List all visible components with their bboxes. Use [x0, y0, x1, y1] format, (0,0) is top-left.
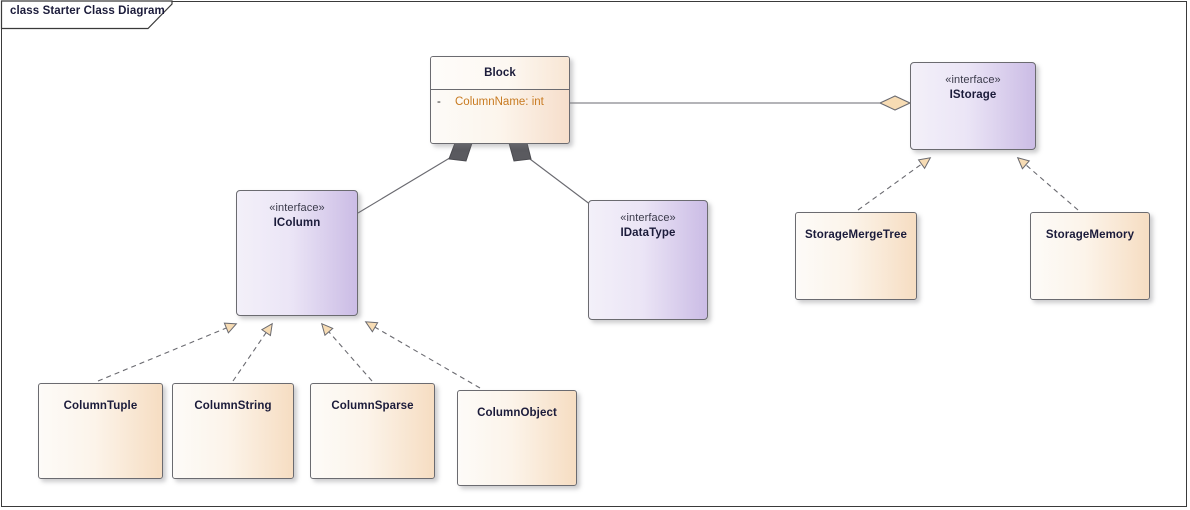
class-node-columntuple-name: ColumnTuple — [63, 400, 138, 412]
title-tab-outline — [0, 0, 173, 30]
class-node-icolumn[interactable]: «interface» IColumn — [236, 190, 358, 316]
link-columntuple-icolumn — [97, 322, 238, 382]
class-node-columnobject[interactable]: ColumnObject — [457, 390, 577, 486]
class-node-idatatype[interactable]: «interface» IDataType — [588, 200, 708, 320]
link-columnstring-icolumn — [232, 322, 273, 382]
diagram-title: class Starter Class Diagram — [10, 5, 165, 17]
class-node-storagemergetree-body: StorageMergeTree — [796, 213, 916, 299]
class-node-icolumn-name: IColumn — [273, 216, 321, 229]
class-node-block-attribute: ColumnName: int — [455, 96, 544, 108]
visibility-private-icon: - — [437, 96, 441, 108]
class-node-columnsparse[interactable]: ColumnSparse — [310, 383, 435, 479]
class-node-columnstring[interactable]: ColumnString — [172, 383, 294, 479]
composition-diamond-icon — [508, 142, 532, 162]
class-node-columnsparse-body: ColumnSparse — [311, 384, 434, 478]
class-node-storagemergetree[interactable]: StorageMergeTree — [795, 212, 917, 300]
class-node-block-name: Block — [484, 67, 516, 79]
link-columnobject-icolumn — [364, 321, 481, 389]
class-node-icolumn-labels: «interface» IColumn — [237, 191, 357, 231]
class-node-icolumn-stereotype: «interface» — [269, 202, 325, 214]
class-node-block-header: Block — [431, 57, 569, 90]
link-storagememory-istorage — [1016, 156, 1079, 211]
class-node-columntuple-body: ColumnTuple — [39, 384, 162, 478]
class-node-columnstring-body: ColumnString — [173, 384, 293, 478]
class-node-idatatype-labels: «interface» IDataType — [589, 201, 707, 241]
class-node-storagememory-name: StorageMemory — [1045, 229, 1135, 241]
link-block-istorage — [570, 95, 912, 111]
class-node-block[interactable]: Block - ColumnName: int — [430, 56, 570, 144]
class-node-block-attribute-row[interactable]: - ColumnName: int — [431, 90, 569, 114]
diagram-title-tab — [0, 0, 173, 30]
class-node-storagememory-body: StorageMemory — [1031, 213, 1149, 299]
class-node-idatatype-stereotype: «interface» — [620, 212, 676, 224]
link-block-idatatype — [508, 142, 592, 206]
class-node-columnsparse-name: ColumnSparse — [331, 400, 414, 412]
class-node-columnstring-name: ColumnString — [194, 400, 272, 412]
class-node-storagememory[interactable]: StorageMemory — [1030, 212, 1150, 300]
class-node-storagemergetree-name: StorageMergeTree — [805, 229, 907, 241]
link-storagemergetree-istorage — [857, 157, 932, 211]
class-node-columnobject-name: ColumnObject — [477, 407, 557, 419]
class-node-istorage-stereotype: «interface» — [945, 74, 1001, 86]
link-columnsparse-icolumn — [320, 322, 373, 382]
class-node-istorage-name: IStorage — [949, 88, 997, 101]
link-block-icolumn — [357, 142, 473, 214]
class-node-istorage[interactable]: «interface» IStorage — [910, 62, 1036, 150]
class-node-idatatype-name: IDataType — [620, 226, 676, 239]
class-node-columnobject-body: ColumnObject — [458, 391, 576, 485]
class-node-columntuple[interactable]: ColumnTuple — [38, 383, 163, 479]
aggregation-diamond-icon — [878, 95, 912, 111]
class-node-istorage-labels: «interface» IStorage — [911, 63, 1035, 103]
composition-diamond-icon — [448, 142, 473, 162]
